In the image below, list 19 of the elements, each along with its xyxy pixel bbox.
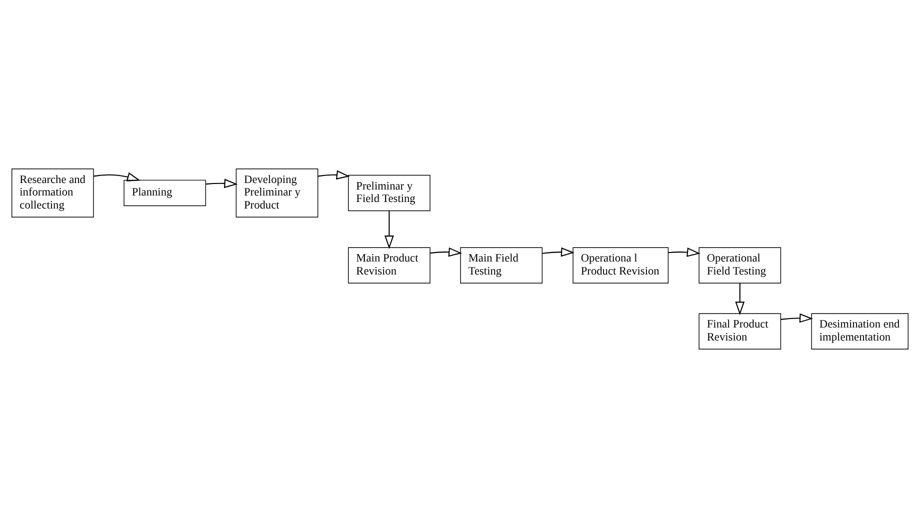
node-box: Researche and information collecting	[12, 168, 94, 217]
arrow	[94, 172, 141, 181]
arrow	[735, 282, 745, 315]
node-box: Desimination end implementation	[811, 312, 908, 350]
node-box: Developing Preliminar y Product	[236, 168, 318, 217]
arrow	[542, 246, 575, 256]
arrow	[384, 210, 394, 249]
arrow	[668, 247, 700, 256]
node-box: Planning	[124, 179, 206, 206]
arrow	[318, 170, 350, 180]
node-box: Preliminar y Field Testing	[348, 174, 430, 211]
node-box: Main Field Testing	[460, 246, 543, 283]
arrow	[780, 312, 814, 322]
node-box: Operational Field Testing	[698, 246, 782, 283]
node-box: Operationa l Product Revision	[572, 246, 669, 283]
arrow	[206, 178, 238, 188]
node-box: Final Product Revision	[698, 312, 782, 350]
arrow	[430, 246, 462, 256]
node-box: Main Product Revision	[348, 246, 430, 283]
